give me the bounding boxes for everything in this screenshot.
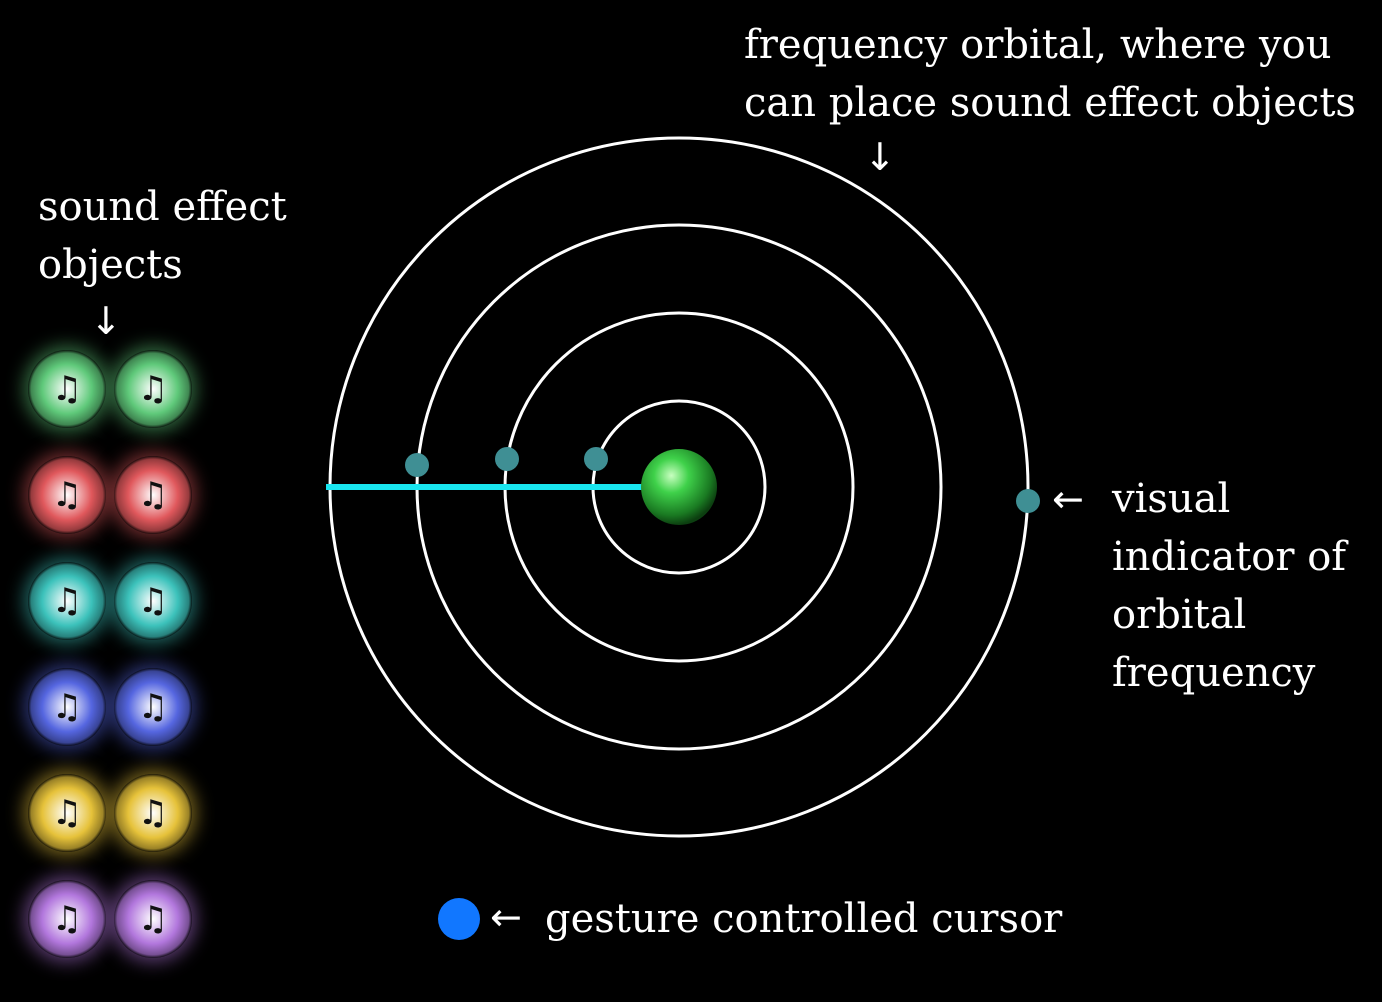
music-note-icon: ♫ (137, 899, 169, 939)
sound-effect-object[interactable]: ♫ (28, 562, 106, 640)
frequency-marker-1 (584, 447, 608, 471)
sound-effect-objects-panel: ♫ ♫ ♫ ♫ ♫ ♫ ♫ ♫ ♫ ♫ ♫ ♫ (28, 350, 208, 958)
down-arrow-icon: ↓ (864, 135, 896, 179)
music-note-icon: ♫ (51, 793, 83, 833)
left-arrow-icon: ← (490, 895, 522, 939)
orbital-frequency-indicator (1016, 489, 1040, 513)
music-note-icon: ♫ (137, 793, 169, 833)
music-note-icon: ♫ (51, 369, 83, 409)
frequency-marker-3 (405, 453, 429, 477)
sound-effect-object[interactable]: ♫ (114, 350, 192, 428)
orbital-annotation-line2: can place sound effect objects (744, 80, 1356, 126)
sound-effect-object[interactable]: ♫ (28, 668, 106, 746)
music-note-icon: ♫ (51, 581, 83, 621)
sound-objects-annotation: sound effect objects (38, 178, 287, 294)
down-arrow-icon: ↓ (90, 299, 122, 343)
sound-effect-object[interactable]: ♫ (114, 562, 192, 640)
orbital-annotation: frequency orbital, where you can place s… (744, 16, 1356, 132)
cursor-annotation: gesture controlled cursor (545, 896, 1063, 942)
sound-objects-annotation-line1: sound effect (38, 184, 287, 230)
frequency-markers (405, 447, 608, 477)
indicator-annotation-line2: indicator of (1112, 534, 1347, 580)
sound-effect-object[interactable]: ♫ (28, 774, 106, 852)
music-note-icon: ♫ (137, 475, 169, 515)
sound-objects-annotation-line2: objects (38, 242, 183, 288)
frequency-marker-2 (495, 447, 519, 471)
left-arrow-icon: ← (1052, 477, 1084, 521)
indicator-annotation: visual indicator of orbital frequency (1112, 470, 1346, 702)
gesture-cursor[interactable] (438, 898, 480, 940)
sound-effect-object[interactable]: ♫ (28, 456, 106, 534)
sound-effect-object[interactable]: ♫ (114, 774, 192, 852)
music-note-icon: ♫ (137, 687, 169, 727)
sound-effect-object[interactable]: ♫ (28, 350, 106, 428)
indicator-annotation-line3: orbital (1112, 592, 1247, 638)
music-note-icon: ♫ (51, 687, 83, 727)
sound-effect-object[interactable]: ♫ (114, 668, 192, 746)
music-note-icon: ♫ (51, 899, 83, 939)
music-note-icon: ♫ (137, 581, 169, 621)
orbital-annotation-line1: frequency orbital, where you (744, 22, 1332, 68)
indicator-annotation-line4: frequency (1112, 650, 1316, 696)
sound-effect-object[interactable]: ♫ (114, 456, 192, 534)
music-note-icon: ♫ (51, 475, 83, 515)
indicator-annotation-line1: visual (1112, 476, 1231, 522)
central-planet[interactable] (641, 449, 717, 525)
music-note-icon: ♫ (137, 369, 169, 409)
sound-effect-object[interactable]: ♫ (28, 880, 106, 958)
sound-effect-object[interactable]: ♫ (114, 880, 192, 958)
